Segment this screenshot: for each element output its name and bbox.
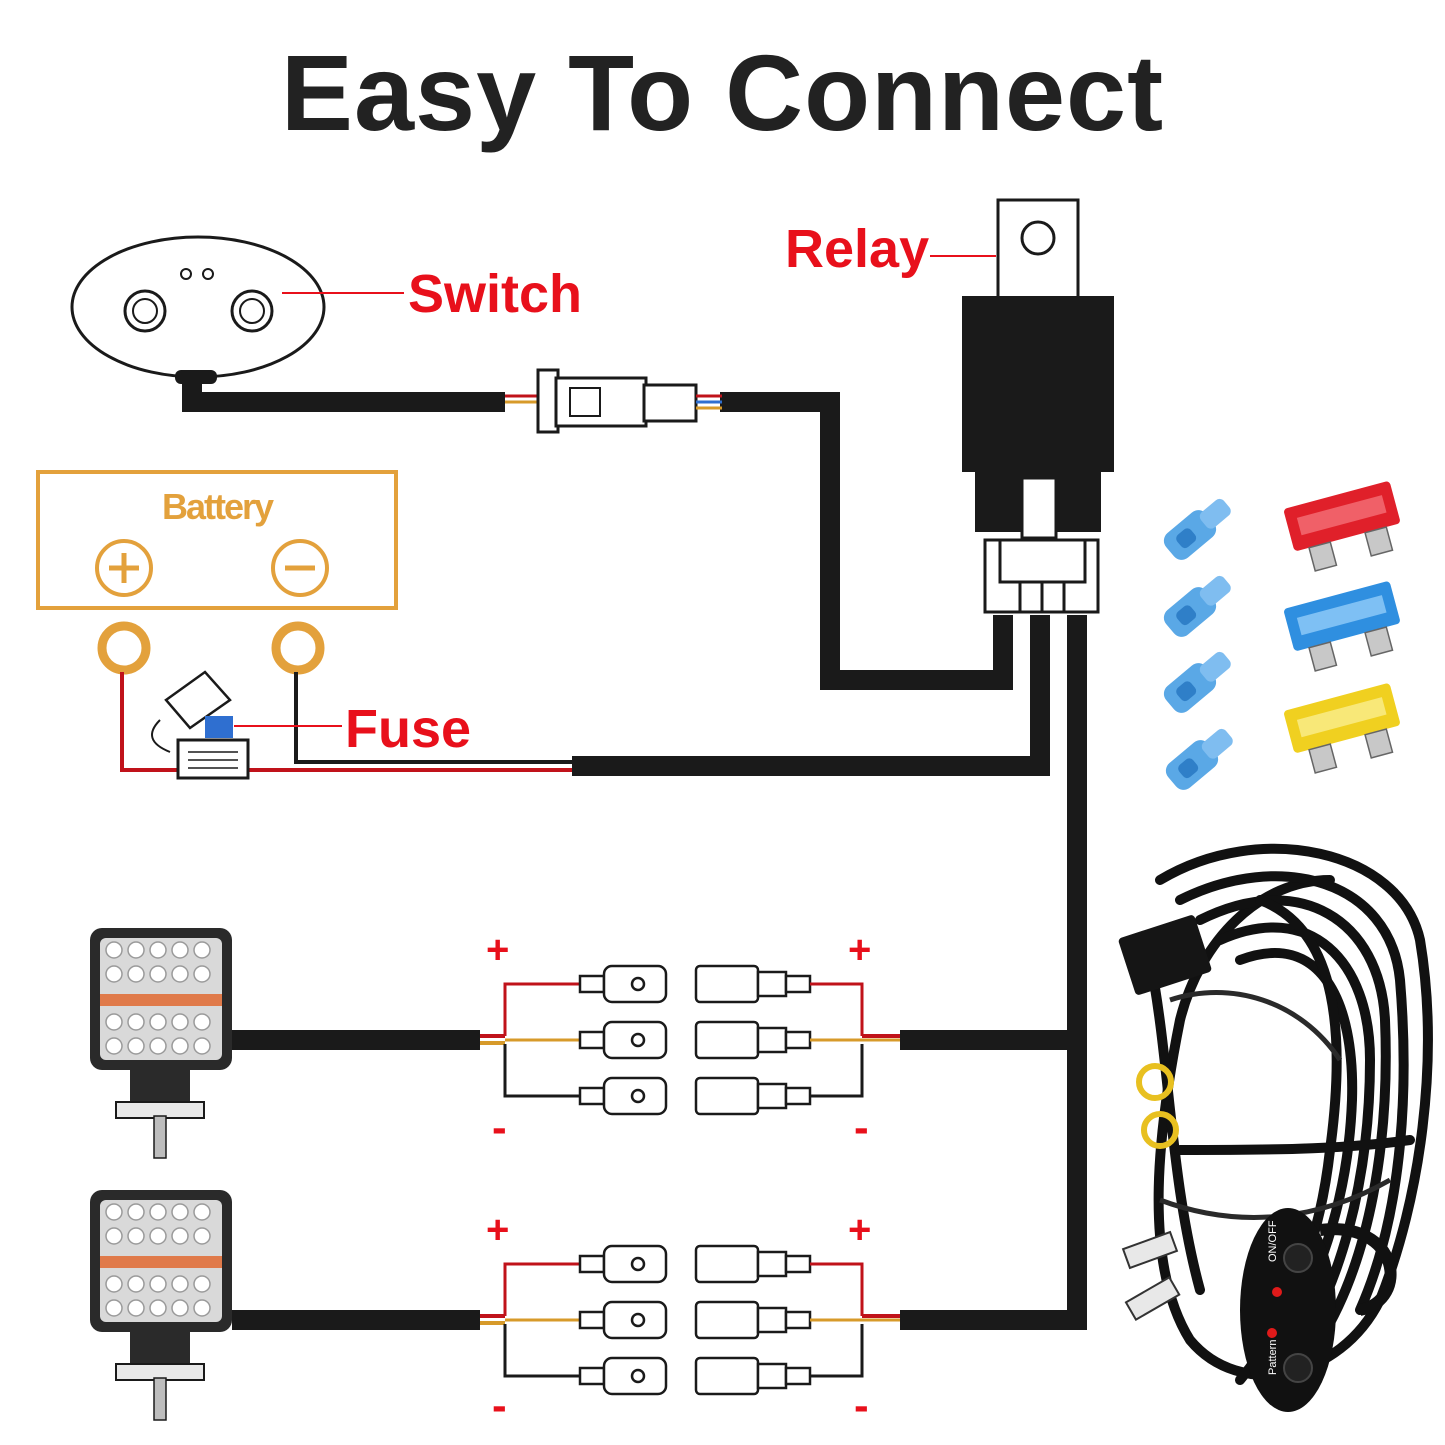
svg-text:ON/OFF: ON/OFF	[1267, 1220, 1279, 1262]
battery	[36, 470, 398, 610]
battery-wires	[120, 672, 572, 772]
relay-output-trunk	[900, 615, 1087, 1330]
minus-sign: -	[492, 1103, 507, 1152]
relay	[962, 198, 1114, 614]
battery-label: Battery	[161, 486, 274, 527]
spare-spade-terminals	[1163, 498, 1233, 790]
lamp2-connector-set	[480, 1244, 900, 1396]
plus-sign: +	[848, 1208, 872, 1252]
power-to-relay-wire	[572, 615, 1050, 776]
fuse-label: Fuse	[345, 699, 472, 759]
photo-switch-panel	[1240, 1208, 1336, 1412]
plus-sign: +	[486, 1208, 510, 1252]
page-title: Easy To Connect	[280, 32, 1165, 153]
plus-sign: +	[486, 928, 510, 972]
minus-sign: -	[854, 1381, 869, 1430]
lamp1-connector-set	[480, 964, 900, 1116]
switch-label: Switch	[408, 264, 583, 324]
plus-sign: +	[848, 928, 872, 972]
relay-label: Relay	[785, 219, 930, 279]
spare-blade-fuses	[1284, 481, 1400, 774]
main-wires	[182, 378, 1087, 1330]
led-work-light-1	[90, 928, 232, 1159]
battery-ring-terminals	[97, 621, 325, 675]
switch-to-relay-wire-right	[720, 392, 1013, 690]
switch-panel	[70, 235, 326, 384]
wiring-harness-product-photo: ON/OFF Pattern	[1118, 843, 1433, 1412]
relay-mount-hole	[1020, 220, 1056, 256]
svg-text:Pattern: Pattern	[1267, 1340, 1279, 1375]
switch-connector	[505, 368, 722, 434]
led-work-light-2	[90, 1190, 232, 1421]
minus-sign: -	[854, 1103, 869, 1152]
inline-fuse-holder	[151, 670, 250, 780]
minus-sign: -	[492, 1381, 507, 1430]
switch-to-relay-wire	[182, 378, 505, 412]
